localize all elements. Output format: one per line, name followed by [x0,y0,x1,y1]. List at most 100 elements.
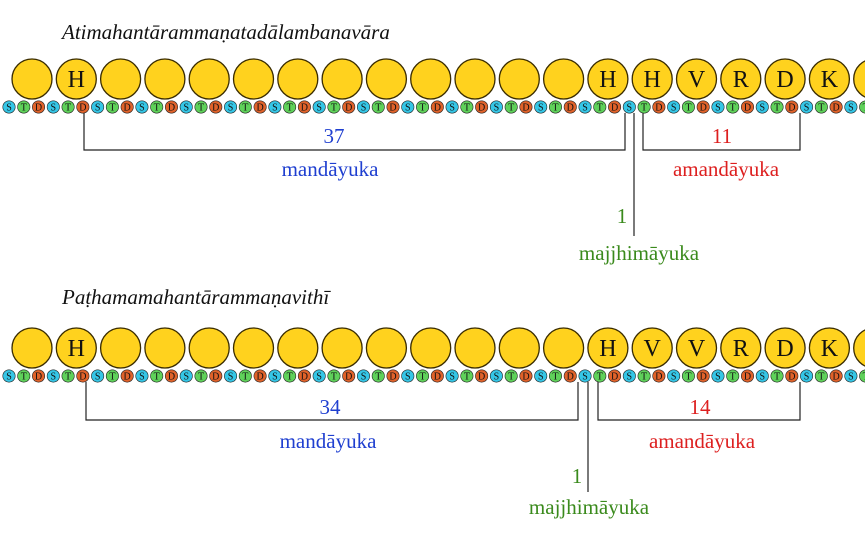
moment-dot-t: T [460,369,474,383]
row2-title: Paṭhamamahantārammaṇavithī [62,285,330,309]
moment-dot-d: D [519,369,533,383]
svg-text:S: S [228,372,234,383]
moment-dot-t: T [548,100,562,114]
moment-dot-s: S [179,100,193,114]
bhavanga-circle: 5 [853,60,865,98]
svg-text:S: S [95,372,101,383]
svg-text:S: S [361,103,367,114]
svg-text:D: D [301,372,308,383]
bhavanga-circle [454,327,496,369]
circle-letter: D [776,336,793,362]
svg-text:D: D [744,103,751,114]
svg-text:D: D [788,372,795,383]
bhavanga-circle [454,58,496,100]
bhavanga-circle [277,327,319,369]
svg-text:T: T [597,372,603,383]
svg-text:D: D [168,103,175,114]
moment-dot-t: T [460,100,474,114]
svg-text:D: D [744,372,751,383]
moment-dot-d: D [297,100,311,114]
svg-text:S: S [183,103,189,114]
bhavanga-circle [410,58,452,100]
moment-dot-d: D [209,100,223,114]
moment-dot-d: D [563,369,577,383]
svg-text:T: T [65,372,71,383]
bhavanga-circle [542,327,585,369]
moment-dot-s: S [91,100,105,114]
svg-text:D: D [79,372,86,383]
moment-dot-d: D [430,100,444,114]
svg-text:D: D [212,103,219,114]
row1-amandayuka-count: 11 [711,124,733,148]
row2-diagram: HHVVRDK5TSTDSTDSTDSTDSTDSTDSTDSTDSTDSTDS… [2,327,865,492]
row2-majjhimayuka-label: majjhimāyuka [528,495,650,519]
svg-text:D: D [611,103,618,114]
moment-dot-d: D [32,369,46,383]
moment-dot-t: T [327,100,341,114]
svg-text:T: T [464,372,470,383]
svg-text:S: S [671,372,677,383]
row1-majjhimayuka-count: 1 [616,204,628,228]
moment-dot-t: T [593,369,607,383]
svg-text:D: D [655,103,662,114]
svg-text:S: S [715,372,721,383]
moment-dot-s: S [356,100,370,114]
svg-text:T: T [242,372,248,383]
moment-dot-t: T [681,369,695,383]
svg-text:T: T [198,372,204,383]
row1-mandayuka-label: mandāyuka [281,157,379,181]
mandayuka-bracket [83,113,626,151]
moment-dot-d: D [120,100,134,114]
moment-dot-t: T [681,100,695,114]
svg-text:S: S [51,103,57,114]
moment-dot-t: T [770,369,784,383]
svg-text:D: D [833,372,840,383]
moment-dot-s: S [268,369,282,383]
moment-dot-t: T [416,369,430,383]
circle-letter: H [599,67,616,93]
moment-dot-s: S [534,100,548,114]
svg-text:T: T [641,372,647,383]
svg-text:T: T [597,103,603,114]
moment-dot-s: S [578,100,592,114]
svg-text:S: S [228,103,234,114]
moment-dot-t: T [814,369,828,383]
moment-dot-s: S [179,369,193,383]
moment-dot-s: S [135,100,149,114]
moment-dot-t: T [150,100,164,114]
moment-dot-t: T [637,100,651,114]
moment-dot-t: T [371,100,385,114]
moment-dot-t: T [105,100,119,114]
moment-dot-d: D [209,369,223,383]
svg-text:T: T [331,372,337,383]
svg-text:T: T [774,103,780,114]
svg-text:T: T [287,372,293,383]
svg-text:S: S [6,103,12,114]
svg-text:T: T [818,103,824,114]
moment-dot-t: T [283,369,297,383]
moment-dot-d: D [740,369,754,383]
moment-dot-d: D [829,369,843,383]
svg-text:S: S [804,103,810,114]
svg-text:D: D [345,372,352,383]
circle-letter: R [733,336,749,362]
svg-text:T: T [154,103,160,114]
moment-dot-t: T [637,369,651,383]
row2-majjhimayuka-count: 1 [571,464,583,488]
moment-dot-s: S [711,369,725,383]
bhavanga-circle: V [675,327,718,369]
moment-dot-s: S [91,369,105,383]
svg-text:S: S [6,372,12,383]
svg-text:S: S [316,103,322,114]
moment-dot-d: D [519,100,533,114]
circle-letter: R [733,67,749,93]
moment-dot-d: D [76,100,90,114]
moment-dot-d: D [608,369,622,383]
moment-dot-s: S [401,100,415,114]
bhavanga-circle [365,327,408,369]
svg-text:S: S [449,372,455,383]
svg-text:T: T [375,103,381,114]
svg-text:T: T [375,372,381,383]
moment-dot-s: S [489,100,503,114]
svg-text:D: D [256,103,263,114]
